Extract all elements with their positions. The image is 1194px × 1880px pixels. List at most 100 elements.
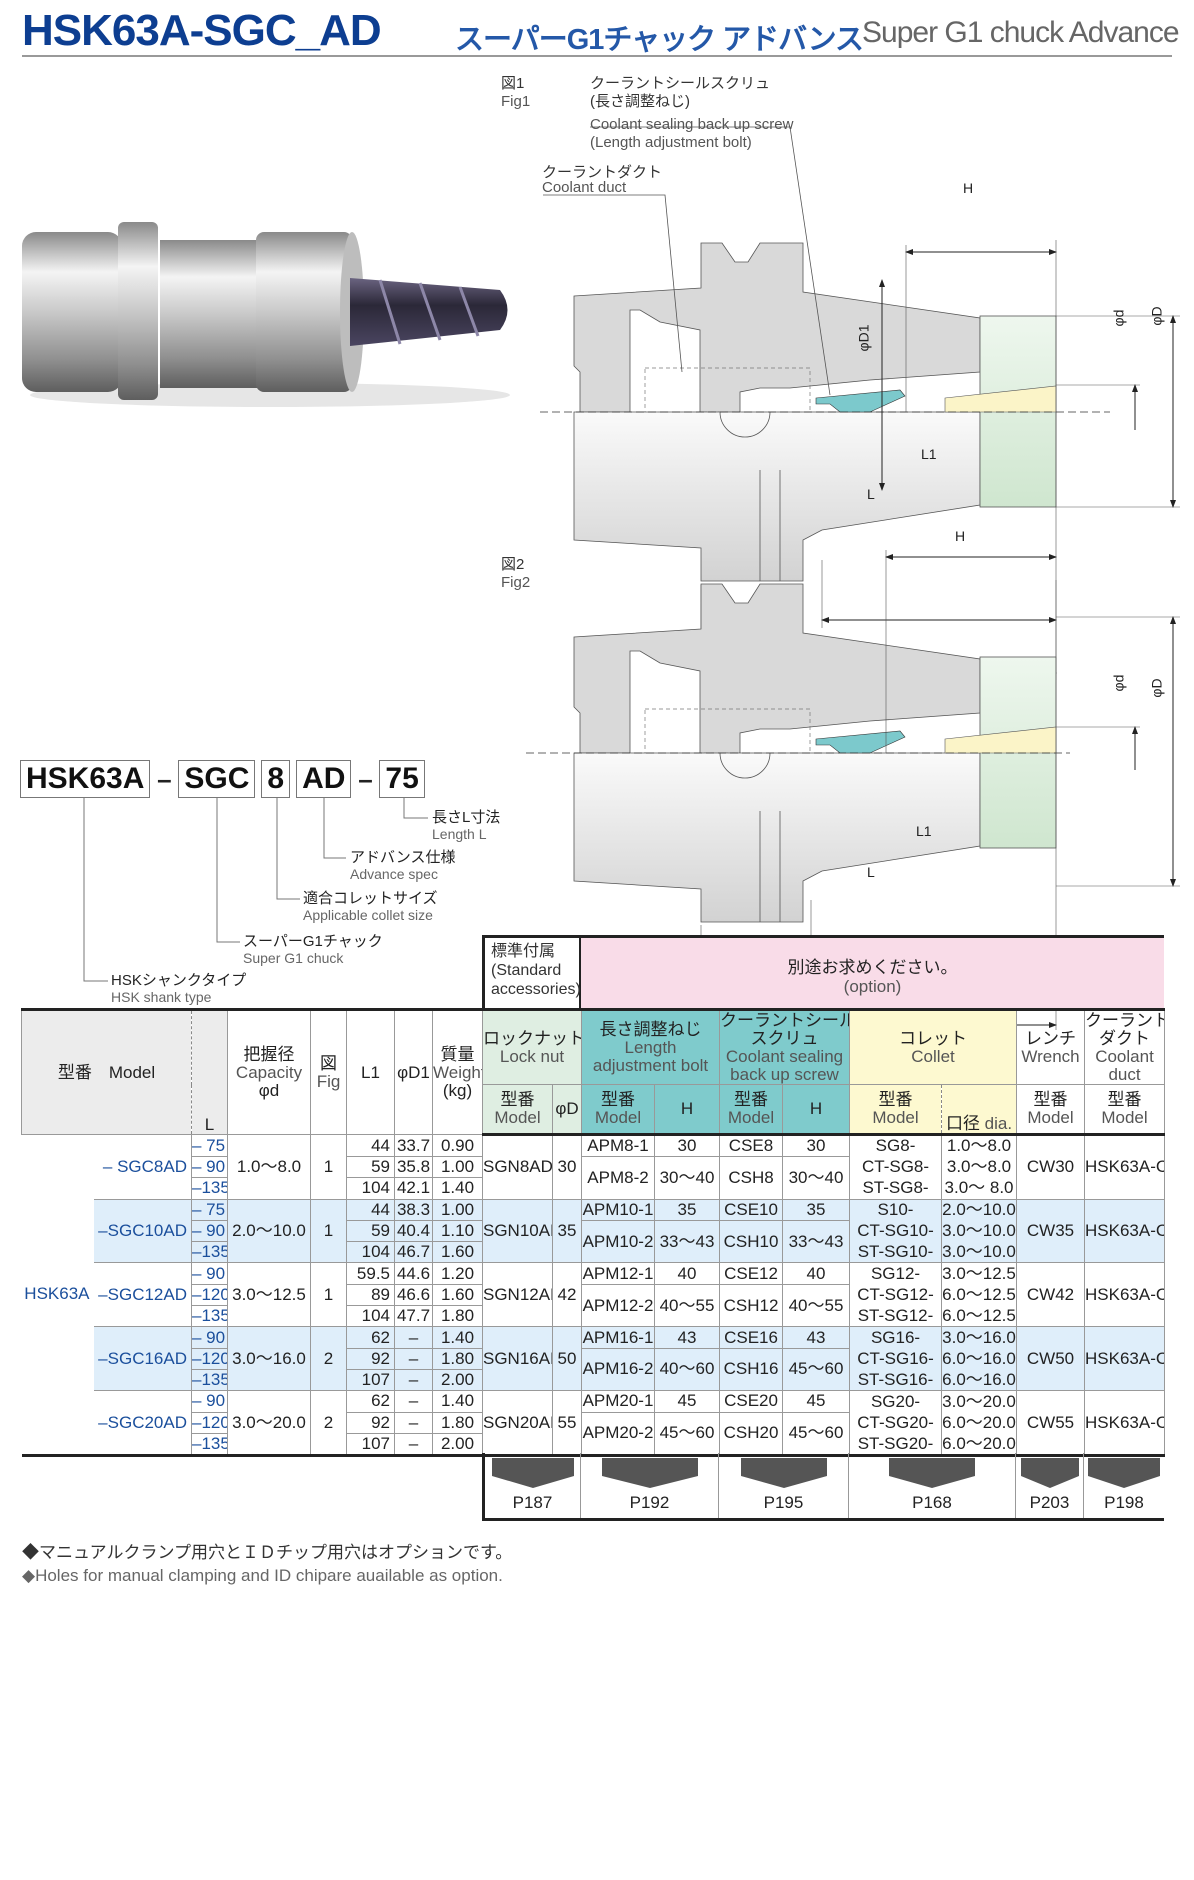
bolt-H: 40 [653,1262,721,1285]
screw-model: CSH10 [719,1220,784,1263]
dim-L-fig2: L [867,864,875,880]
bolt-model: APM16-1 [581,1326,655,1349]
L1-value: 104 [346,1177,395,1200]
subheader-lock-D: φD [552,1084,582,1136]
ref-length-bolt[interactable]: P192 [581,1453,719,1518]
screw-label-en2: (Length adjustment bolt) [590,134,752,151]
weight-value: 1.40 [432,1326,483,1349]
collet-model: CT-SG12- [849,1284,943,1306]
code-part-series: SGC [178,760,256,798]
D1-value: 46.6 [394,1284,433,1307]
dim-phid-fig2: φd [1110,674,1127,692]
dim-phid-fig1: φd [1110,309,1127,327]
bolt-model: APM10-1 [581,1198,655,1221]
L1-value: 59 [346,1156,395,1179]
duct-model: HSK63A-CD [1084,1390,1166,1456]
screw-model: CSE10 [719,1198,784,1221]
D1-value: 38.3 [394,1198,433,1221]
screw-H: 30 [782,1134,851,1157]
screw-H: 35 [782,1198,851,1221]
product-photo [22,222,510,407]
model-length: – 75 [191,1134,228,1157]
model-length: – 90 [191,1220,228,1243]
weight-value: 2.00 [432,1433,483,1456]
duct-label-en: Coolant duct [542,179,627,196]
header-D1: φD1 [394,1009,433,1135]
ref-coolant-duct[interactable]: P198 [1084,1453,1164,1518]
capacity: 2.0〜10.0 [227,1198,311,1263]
fig2-label-en: Fig2 [501,574,531,591]
screw-model: CSH8 [719,1156,784,1200]
model-series: – SGC8AD [93,1134,192,1200]
D1-value: – [394,1390,433,1413]
collet-dia: 3.0〜10.0 [941,1241,1018,1263]
subheader-bolt-H: H [653,1084,721,1136]
ref-coolant-screw[interactable]: P195 [719,1453,849,1518]
locknut-model: SGN16AD [482,1326,553,1391]
D1-value: 46.7 [394,1241,433,1263]
ref-collet[interactable]: P168 [849,1453,1016,1518]
fig1-label-en: Fig1 [501,93,531,110]
D1-value: 42.1 [394,1177,433,1200]
fig1-label-jp: 図1 [501,75,525,92]
bolt-H: 45 [653,1390,721,1413]
wrench-model: CW42 [1016,1262,1086,1327]
bolt-model: APM20-2 [581,1412,655,1456]
duct-model: HSK63A-CD [1084,1326,1166,1391]
L1-value: 104 [346,1305,395,1327]
down-arrow-icon [740,1458,827,1488]
model-length: –120 [191,1284,228,1307]
bolt-model: APM8-1 [581,1134,655,1157]
screw-H: 33〜43 [782,1220,851,1263]
wrench-model: CW50 [1016,1326,1086,1391]
locknut-D: 42 [552,1262,582,1327]
model-length: –120 [191,1348,228,1370]
collet-dia: 3.0〜16.0 [941,1326,1018,1349]
screw-H: 43 [782,1326,851,1349]
screw-H: 45〜60 [782,1348,851,1391]
weight-value: 0.90 [432,1134,483,1157]
collet-model: SG20- [849,1390,943,1413]
screw-H: 40 [782,1262,851,1285]
collet-dia: 2.0〜10.0 [941,1198,1018,1221]
technical-drawings [22,126,1180,1030]
model-length: –120 [191,1412,228,1434]
collet-model: ST-SG12- [849,1305,943,1327]
model-length: – 90 [191,1390,228,1413]
locknut-model: SGN8AD [482,1134,553,1200]
subheader-collet-dia: 口径 dia. [941,1084,1018,1136]
weight-value: 2.00 [432,1369,483,1391]
dim-L1-fig1: L1 [921,446,937,462]
fig-number: 1 [310,1262,347,1327]
ref-locknut[interactable]: P187 [485,1453,581,1518]
bolt-H: 43 [653,1326,721,1349]
model-series: –SGC16AD [93,1326,192,1391]
weight-value: 1.80 [432,1348,483,1370]
duct-model: HSK63A-CD [1084,1198,1166,1263]
screw-label-jp: クーラントシールスクリュ [590,75,771,92]
header-L1: L1 [346,1009,395,1135]
fig2-label-jp: 図2 [501,556,525,573]
bolt-model: APM10-2 [581,1220,655,1263]
ref-wrench[interactable]: P203 [1016,1453,1084,1518]
weight-value: 1.00 [432,1156,483,1179]
header-model: 型番 Model [21,1009,192,1135]
D1-value: – [394,1348,433,1370]
dim-phiD1: φD1 [855,324,872,352]
table-row: –SGC16AD– 903.0〜16.0262–1.40SGN16AD50APM… [22,1326,1166,1391]
weight-value: 1.60 [432,1284,483,1307]
screw-model: CSE20 [719,1390,784,1413]
capacity: 3.0〜20.0 [227,1390,311,1456]
bolt-H: 35 [653,1198,721,1221]
dim-H-fig1: H [963,180,974,196]
page-title-en: Super G1 chuck Advance [862,16,1180,49]
